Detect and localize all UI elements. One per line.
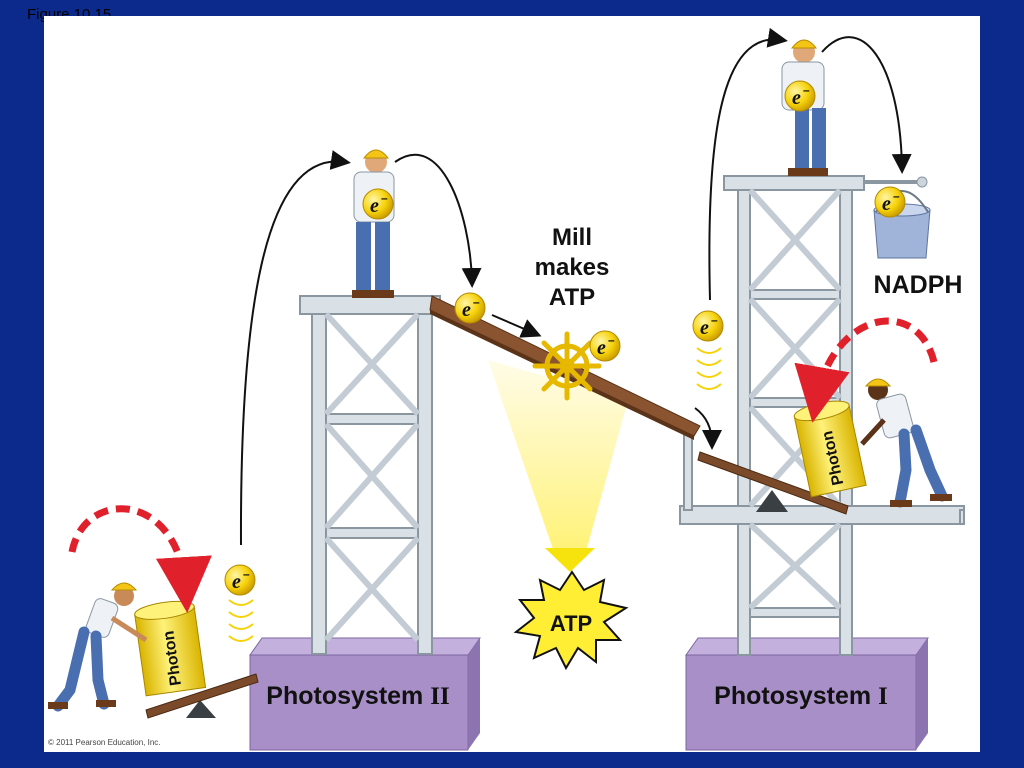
left-seesaw <box>145 673 259 719</box>
atp-light-beam <box>488 360 628 555</box>
electron-symbol: e <box>792 87 801 109</box>
electron-charge: – <box>473 295 480 309</box>
photon-dashed-arrows <box>68 317 938 613</box>
electron-charge: – <box>711 313 718 327</box>
electron-icon: e – <box>454 292 486 324</box>
nadph-label: NADPH <box>874 271 963 299</box>
electron-icon: e – <box>874 186 906 218</box>
electron-icon: e – <box>589 330 621 362</box>
electron-symbol: e <box>597 337 606 359</box>
electron-waves-left <box>228 599 254 642</box>
nadph-bucket-icon <box>864 176 931 259</box>
mill-makes-atp-label: Mill makes ATP <box>535 224 610 311</box>
electron-icon: e – <box>224 564 256 596</box>
photosystem-ii-name: Photosystem <box>266 682 430 710</box>
left-tower <box>299 295 441 655</box>
electron-waves-right <box>696 347 722 390</box>
worker-right-pusher <box>860 378 952 508</box>
electron-symbol: e <box>232 571 241 593</box>
photon-cylinder-left: Photon <box>134 600 207 697</box>
photosystem-ii-label: Photosystem II <box>266 682 449 710</box>
electron-charge: – <box>893 189 900 203</box>
photosystem-ii-numeral: II <box>430 683 449 710</box>
electron-icon: e – <box>362 188 394 220</box>
electron-symbol: e <box>882 193 891 215</box>
photosystem-i-name: Photosystem <box>714 682 878 710</box>
worker-left-pusher <box>48 582 148 712</box>
photosystem-i-label: Photosystem I <box>714 682 888 710</box>
electron-icon: e – <box>692 310 724 342</box>
atp-burst-label: ATP <box>550 611 592 636</box>
mill-label-line-1: Mill <box>552 224 592 251</box>
electron-path-arrows <box>239 27 912 546</box>
electron-icon: e – <box>784 80 816 112</box>
mill-label-line-3: ATP <box>549 284 595 311</box>
photon-cylinder-right: Photon <box>793 400 867 498</box>
atp-burst: ATP <box>513 570 629 671</box>
right-seesaw <box>697 451 849 515</box>
electron-symbol: e <box>370 195 379 217</box>
worker-left-tower <box>352 149 395 298</box>
electron-symbol: e <box>700 317 709 339</box>
photosystem-i-numeral: I <box>878 683 888 710</box>
electron-charge: – <box>381 191 388 205</box>
atp-beam-arrowhead <box>545 548 595 572</box>
electron-charge: – <box>243 567 250 581</box>
mill-wheel-icon <box>532 331 602 401</box>
electron-charge: – <box>608 333 615 347</box>
electron-symbol: e <box>462 299 471 321</box>
mill-label-line-2: makes <box>535 254 610 281</box>
electron-charge: – <box>803 83 810 97</box>
copyright-notice: © 2011 Pearson Education, Inc. <box>48 738 161 747</box>
